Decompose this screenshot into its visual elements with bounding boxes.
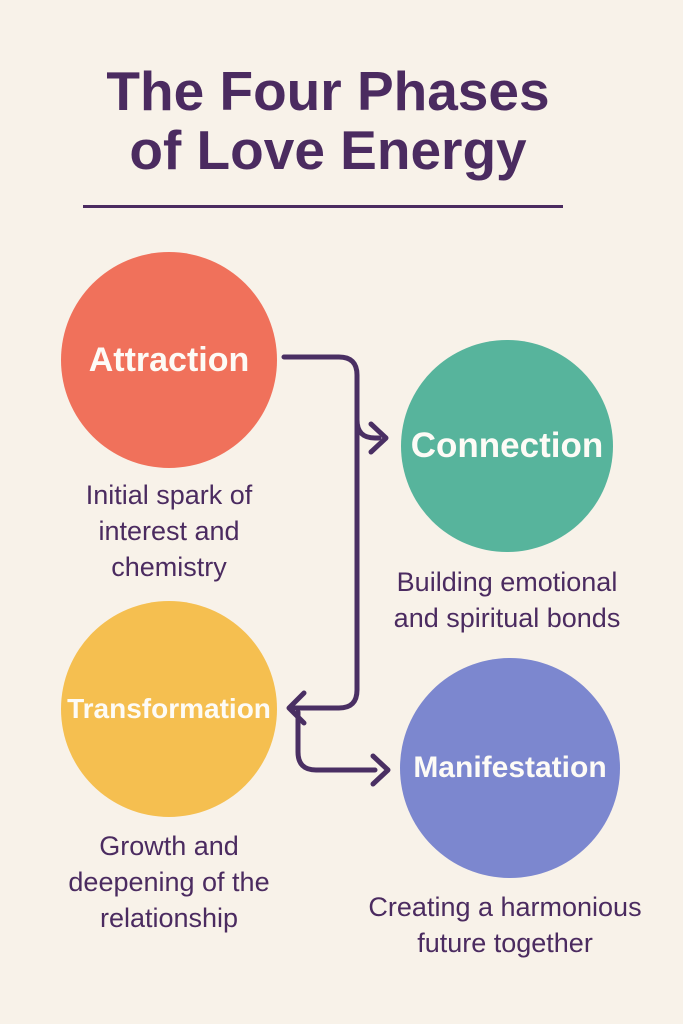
- caption-line: Growth and: [99, 831, 239, 861]
- phase-circle-connection: Connection: [401, 340, 613, 552]
- phase-caption-attraction: Initial spark of interest and chemistry: [19, 477, 319, 585]
- phase-caption-manifestation: Creating a harmonious future together: [340, 889, 670, 961]
- phase-circle-transformation: Transformation: [61, 601, 277, 817]
- arrow-transformation-to-manifestation: [295, 709, 378, 773]
- caption-line: relationship: [99, 903, 239, 933]
- phase-caption-transformation: Growth and deepening of the relationship: [19, 828, 319, 936]
- caption-line: Initial spark of: [85, 480, 253, 510]
- phase-label-manifestation: Manifestation: [413, 751, 607, 784]
- arrowhead-into-manifestation: [370, 753, 391, 787]
- caption-line: interest and: [98, 516, 240, 546]
- phase-label-connection: Connection: [410, 426, 604, 465]
- caption-line: Building emotional: [396, 567, 618, 597]
- caption-line: future together: [417, 928, 593, 958]
- phase-label-attraction: Attraction: [88, 340, 250, 379]
- arrowhead-into-transformation: [286, 690, 307, 726]
- phase-circle-manifestation: Manifestation: [400, 658, 620, 878]
- phase-label-transformation: Transformation: [67, 693, 271, 724]
- phase-caption-connection: Building emotional and spiritual bonds: [357, 564, 657, 636]
- arrowhead-into-connection: [368, 421, 389, 455]
- caption-line: and spiritual bonds: [393, 603, 621, 633]
- phase-circle-attraction: Attraction: [61, 252, 277, 468]
- page-title-line1: The Four Phases: [106, 60, 550, 122]
- caption-line: Creating a harmonious: [368, 892, 642, 922]
- caption-line: chemistry: [111, 552, 227, 582]
- title-divider: [83, 205, 563, 208]
- page-title: The Four Phases of Love Energy: [0, 62, 656, 180]
- page-title-line2: of Love Energy: [129, 119, 527, 181]
- caption-line: deepening of the: [68, 867, 270, 897]
- arrow-branch-to-connection: [354, 417, 382, 441]
